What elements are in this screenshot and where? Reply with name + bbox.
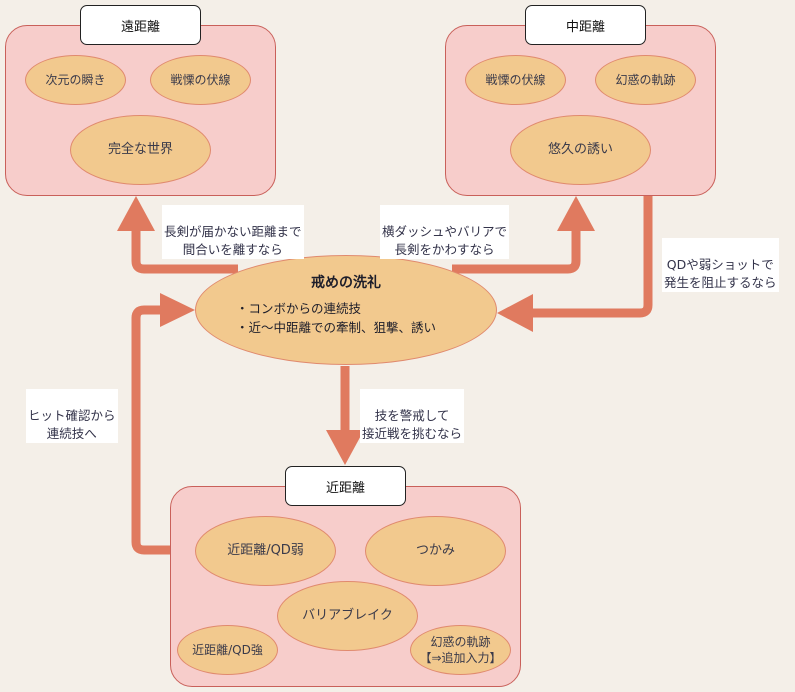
- node-close-2: つかみ: [365, 516, 506, 586]
- edge-label-center-to-mid-text: 横ダッシュやバリアで 長剣をかわすなら: [382, 224, 508, 258]
- node-far-3: 完全な世界: [70, 115, 211, 185]
- node-close-4-label: 近距離/QD強: [192, 642, 263, 657]
- node-close-4: 近距離/QD強: [177, 625, 278, 675]
- arrowhead-far: [117, 196, 155, 231]
- arrow-center-to-mid: [452, 220, 581, 274]
- group-close-title-text: 近距離: [325, 480, 365, 496]
- node-far-2: 戦慄の伏線: [150, 55, 251, 105]
- center-node: 戒めの洗礼 ・コンボからの連続技 ・近～中距離での牽制、狙撃、誘い: [195, 255, 497, 365]
- node-far-3-label: 完全な世界: [107, 142, 173, 158]
- arrow-mid-to-center: [530, 196, 653, 318]
- edge-label-center-to-far-text: 長剣が届かない距離まで 間合いを離すなら: [164, 224, 302, 258]
- center-point-2: ・近～中距離での牽制、狙撃、誘い: [236, 319, 437, 335]
- arrowhead-close: [326, 430, 364, 465]
- node-far-1-label: 次元の瞬き: [45, 72, 106, 87]
- group-close-title: 近距離: [285, 466, 406, 506]
- node-mid-1: 戦慄の伏線: [465, 55, 566, 105]
- node-mid-3: 悠久の誘い: [510, 115, 651, 185]
- group-mid-title: 中距離: [525, 5, 646, 45]
- node-mid-2: 幻惑の軌跡: [595, 55, 696, 105]
- node-mid-1-label: 戦慄の伏線: [485, 72, 546, 87]
- node-close-5-label: 幻惑の軌跡 【⇒追加入力】: [419, 634, 502, 665]
- edge-label-mid-to-center: QDや弱ショットで 発生を阻止するなら: [662, 238, 779, 293]
- edge-label-mid-to-center-text: QDや弱ショットで 発生を阻止するなら: [664, 257, 777, 291]
- node-close-5: 幻惑の軌跡 【⇒追加入力】: [410, 625, 511, 675]
- node-far-1: 次元の瞬き: [25, 55, 126, 105]
- arrow-center-to-far: [131, 220, 238, 274]
- group-far-title: 遠距離: [80, 5, 201, 45]
- node-far-2-label: 戦慄の伏線: [170, 72, 231, 87]
- node-close-3-label: バリアブレイク: [302, 608, 393, 624]
- center-points: ・コンボからの連続技 ・近～中距離での牽制、狙撃、誘い: [236, 300, 436, 338]
- group-mid-title-text: 中距離: [565, 19, 605, 35]
- arrowhead-center-right: [497, 294, 533, 332]
- edge-label-center-to-far: 長剣が届かない距離まで 間合いを離すなら: [162, 205, 304, 260]
- edge-label-center-to-mid: 横ダッシュやバリアで 長剣をかわすなら: [380, 205, 510, 260]
- group-far-title-text: 遠距離: [120, 19, 160, 35]
- edge-label-close-to-center-text: ヒット確認から 連続技へ: [28, 408, 116, 442]
- arrowhead-center-left: [160, 293, 195, 327]
- edge-label-center-to-close: 技を警戒して 接近戦を挑むなら: [360, 389, 465, 444]
- center-point-1: ・コンボからの連続技: [236, 301, 362, 316]
- node-close-1-label: 近距離/QD弱: [227, 543, 304, 559]
- edge-label-close-to-center: ヒット確認から 連続技へ: [26, 389, 118, 444]
- node-close-2-label: つかみ: [415, 543, 455, 559]
- node-mid-3-label: 悠久の誘い: [547, 142, 613, 158]
- node-close-3: バリアブレイク: [277, 581, 418, 651]
- node-mid-2-label: 幻惑の軌跡: [615, 72, 676, 87]
- arrow-close-to-center: [131, 305, 196, 555]
- arrowhead-mid: [557, 196, 595, 231]
- node-close-1: 近距離/QD弱: [195, 516, 336, 586]
- center-title: 戒めの洗礼: [311, 275, 381, 291]
- edge-label-center-to-close-text: 技を警戒して 接近戦を挑むなら: [362, 408, 463, 442]
